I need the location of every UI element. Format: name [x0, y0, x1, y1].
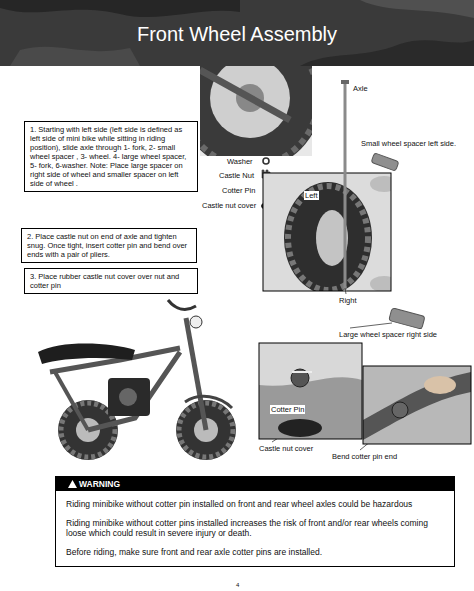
fork	[200, 70, 290, 120]
instruction-text: 2. Place castle nut on end of axle and t…	[27, 232, 191, 259]
tire	[284, 182, 372, 291]
instruction-box: 3. Place rubber castle nut cover over nu…	[24, 268, 198, 294]
page-title: Front Wheel Assembly	[0, 22, 474, 46]
warning-triangle-shape	[68, 480, 77, 488]
axle-head	[341, 80, 349, 84]
part-label: Bend cotter pin end	[331, 452, 398, 461]
rim	[210, 66, 290, 138]
header-texture	[0, 0, 240, 17]
fender	[185, 396, 232, 408]
part-label: Castle nut cover	[258, 444, 314, 453]
header-ground	[0, 0, 474, 66]
cotter-pin-photo	[259, 343, 362, 439]
photo-ground	[363, 366, 471, 444]
fork	[363, 372, 471, 440]
part-label: Castle nut cover	[201, 201, 257, 210]
headlight	[190, 316, 202, 328]
part-label: Large wheel spacer right side	[338, 330, 438, 339]
instruction-box: 2. Place castle nut on end of axle and t…	[21, 228, 197, 263]
side-label: Left	[304, 191, 319, 200]
instruction-text: 3. Place rubber castle nut cover over nu…	[30, 272, 192, 290]
part-label: Axle	[352, 84, 369, 93]
nut-cover	[278, 419, 322, 437]
frame-tube	[55, 372, 88, 430]
page-number: 4	[235, 581, 240, 589]
axle-rod	[344, 84, 347, 292]
warning-text: Before riding, make sure front and rear …	[66, 547, 444, 558]
tread	[200, 66, 312, 156]
hand	[370, 276, 391, 291]
rim	[316, 210, 348, 266]
minibike-drawing	[38, 300, 236, 460]
photo-frame	[363, 366, 471, 444]
instruction-text: 1. Starting with left side (left side is…	[30, 125, 192, 188]
castle-nut	[392, 402, 408, 418]
engine-cover	[119, 388, 137, 406]
large-spacer	[389, 308, 425, 329]
side-label: Right	[338, 296, 358, 305]
axle	[341, 80, 349, 292]
header-texture	[360, 0, 474, 18]
warning-heading: WARNING	[79, 479, 120, 489]
part-label: Cotter Pin	[270, 405, 305, 414]
seat	[38, 344, 135, 365]
photo-frame	[263, 173, 391, 291]
warning-text: Riding minibike without cotter pin insta…	[66, 499, 444, 510]
bend-pin-photo	[363, 366, 471, 444]
wheel-photo	[200, 66, 312, 156]
tread	[288, 186, 368, 290]
tire	[200, 66, 312, 156]
part-label: Castle Nut	[218, 171, 255, 180]
fork	[186, 318, 206, 430]
header-texture	[10, 47, 140, 66]
small-spacer	[371, 153, 399, 171]
leader-line	[350, 323, 392, 328]
washer-icon	[263, 158, 269, 164]
cotter-pin	[292, 371, 312, 373]
leader-line	[345, 288, 346, 294]
tire-photo	[263, 173, 391, 291]
handlebar	[168, 300, 196, 309]
warning-text: Riding minibike without cotter pins inst…	[66, 518, 444, 539]
instruction-box: 1. Starting with left side (left side is…	[24, 121, 198, 192]
part-label: Small wheel spacer left side.	[360, 139, 457, 148]
part-label: Cotter Pin	[221, 186, 256, 195]
warning-band: WARNING	[56, 477, 454, 491]
header-band	[0, 0, 474, 66]
warning-box: WARNING Riding minibike without cotter pi…	[55, 476, 455, 567]
hand	[370, 176, 391, 192]
part-label: Washer	[226, 157, 254, 166]
photo-ground	[259, 343, 362, 439]
warning-triangle	[68, 480, 77, 488]
photo-ground	[259, 343, 362, 386]
engine	[108, 378, 150, 416]
pliers-hand	[424, 376, 456, 394]
photo-frame	[259, 343, 362, 439]
